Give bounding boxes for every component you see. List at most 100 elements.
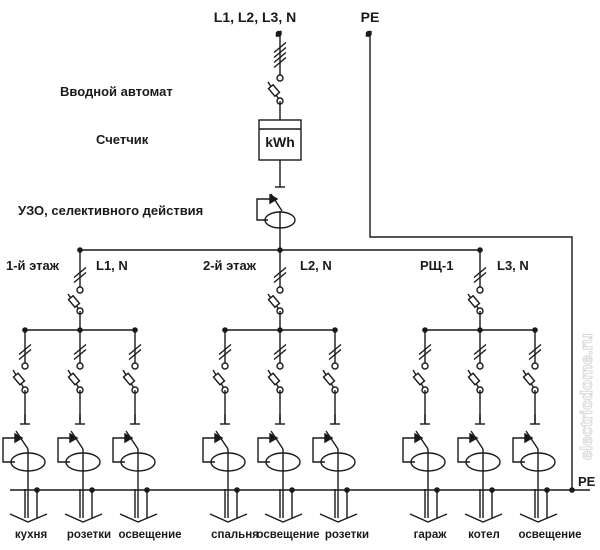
slash	[473, 271, 487, 284]
breaker-top-terminal	[421, 362, 429, 370]
breaker-trip-element	[12, 372, 26, 386]
circuit-breaker-icon	[67, 369, 81, 391]
cable-end-icon	[319, 513, 358, 523]
rcd-contact	[415, 430, 429, 450]
sub-bus-junction-dot	[132, 327, 138, 333]
sub-bus-junction-dot	[332, 327, 338, 333]
breaker-trip-element	[522, 372, 536, 386]
rcd-arrow	[414, 432, 424, 444]
circuit-rcd-icon	[257, 414, 301, 489]
meter-unit: kWh	[265, 134, 295, 150]
cable-end-icon	[264, 513, 303, 523]
rcd-arrow	[269, 193, 279, 205]
rcd-toroid	[10, 452, 46, 472]
circuit-breaker-icon	[467, 369, 481, 391]
group-1-circuit-3: освещение	[118, 529, 181, 541]
pe-tap-dot	[489, 487, 495, 493]
pe-tap-dot	[234, 487, 240, 493]
breaker-trip-element	[267, 83, 281, 98]
pe-tap-dot	[544, 487, 550, 493]
group-conductor-slashes	[73, 266, 87, 284]
circuit-conductor-slashes	[73, 343, 87, 361]
rcd-contact	[70, 430, 84, 450]
bus-junction-dot	[277, 247, 283, 253]
supply-conductor-slashes	[273, 41, 287, 69]
slash	[473, 266, 487, 279]
circuit-conductor-slashes	[273, 343, 287, 361]
circuit-rcd-icon	[112, 414, 156, 489]
circuit-rcd-icon	[202, 414, 246, 489]
supply-terminal-icon: ⌀	[276, 28, 282, 38]
breaker-trip-element	[322, 372, 336, 386]
circuit-breaker-icon	[122, 369, 136, 391]
supply-phases-label: L1, L2, L3, N	[214, 9, 296, 25]
circuit-conductor-slashes	[128, 343, 142, 361]
circuit-rcd-icon	[512, 414, 556, 489]
slash	[273, 343, 287, 356]
main-breaker-label: Вводной автомат	[60, 84, 173, 99]
breaker-trip-element	[122, 372, 136, 386]
pe-tap-dot	[144, 487, 150, 493]
rcd-contact	[325, 430, 339, 450]
rcd-arrow	[469, 432, 479, 444]
cable-end-icon	[409, 513, 448, 523]
slash	[18, 343, 32, 356]
sub-bus-junction-dot	[222, 327, 228, 333]
cable-end-icon	[9, 513, 48, 523]
sub-bus-junction-dot	[77, 327, 83, 333]
circuit-breaker-icon	[412, 369, 426, 391]
breaker-top-terminal	[476, 362, 484, 370]
circuit-rcd-icon	[457, 414, 501, 489]
breaker-trip-element	[212, 372, 226, 386]
circuit-breaker-icon	[212, 369, 226, 391]
slash	[218, 348, 232, 361]
breaker-trip-element	[67, 372, 81, 386]
bus-junction-dot	[77, 247, 83, 253]
pe-terminal-icon: ⌀	[366, 28, 372, 38]
pe-tap-dot	[34, 487, 40, 493]
rcd-feedback-loop	[457, 437, 475, 463]
slash	[418, 343, 432, 356]
slash	[73, 271, 87, 284]
rcd-contact	[125, 430, 139, 450]
cable-end-icon	[64, 513, 103, 523]
pe-tap-dot	[89, 487, 95, 493]
breaker-trip-element	[467, 294, 481, 309]
rcd-toroid	[65, 452, 101, 472]
slash	[273, 46, 287, 59]
sub-bus-junction-dot	[277, 327, 283, 333]
main-breaker-icon	[267, 81, 281, 102]
rcd-toroid	[265, 452, 301, 472]
rcd-label: УЗО, селективного действия	[18, 203, 203, 218]
rcd-contact	[270, 430, 284, 450]
circuit-conductor-slashes	[473, 343, 487, 361]
slash	[128, 343, 142, 356]
group-conductor-slashes	[473, 266, 487, 284]
group-3-name: РЩ-1	[420, 258, 453, 273]
slash	[273, 271, 287, 284]
group-2-circuit-1: спальня	[211, 529, 259, 541]
watermark: electricdome.ru	[577, 333, 596, 460]
breaker-top-terminal	[276, 286, 284, 294]
pe-tap-dot	[434, 487, 440, 493]
rcd-contact	[15, 430, 29, 450]
rcd-arrow	[214, 432, 224, 444]
circuit-rcd-icon	[312, 414, 356, 489]
sub-bus-junction-dot	[532, 327, 538, 333]
breaker-trip-element	[267, 372, 281, 386]
rcd-feedback-loop	[402, 437, 420, 463]
breaker-trip-element	[412, 372, 426, 386]
group-1-circuit-1: кухня	[15, 529, 47, 541]
pe-bus-junction-dot	[569, 487, 575, 493]
group-3-circuit-1: гараж	[414, 529, 448, 541]
slash	[73, 348, 87, 361]
main-rcd-icon	[256, 186, 296, 250]
slash	[473, 343, 487, 356]
rcd-feedback-loop	[256, 198, 276, 221]
group-1-name: 1-й этаж	[6, 258, 60, 273]
bus-junction-dot	[477, 247, 483, 253]
sub-bus-junction-dot	[422, 327, 428, 333]
rcd-toroid	[320, 452, 356, 472]
cable-end-icon	[119, 513, 158, 523]
